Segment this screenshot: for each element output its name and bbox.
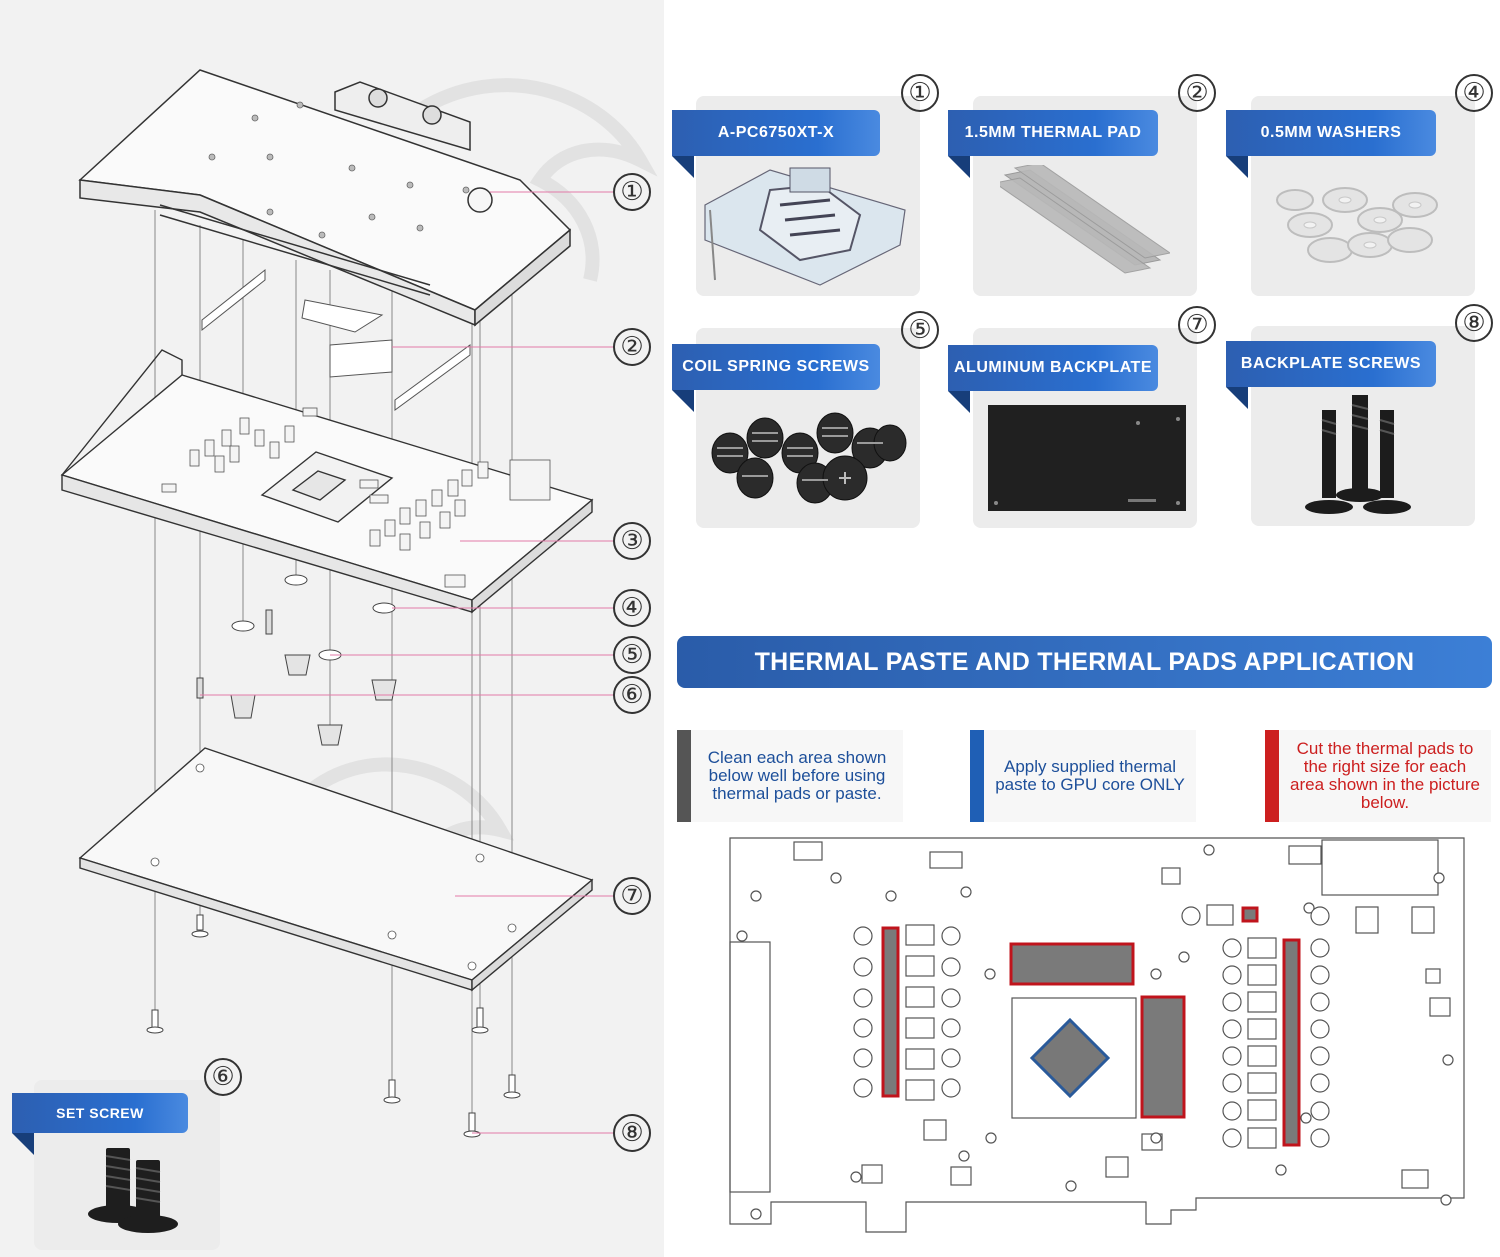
thermal-pads-drawing [201,268,471,411]
backplate-drawing [78,747,594,1138]
note-text: Cut the thermal pads to the right size f… [1279,730,1491,822]
callout-7: ⑦ [613,877,651,915]
callout-3: ③ [613,522,651,560]
pcb-outline [729,837,1465,1233]
part-label: COIL SPRING SCREWS [672,344,880,390]
backplate-screws-icon [1305,395,1411,514]
part-number: ① [901,74,939,112]
part-number: ④ [1455,74,1493,112]
washers-icon [1276,187,1438,263]
banner-fold [1226,387,1248,409]
note-bar-blue [970,730,984,822]
part-label: BACKPLATE SCREWS [1226,341,1436,387]
callout-4: ④ [613,589,651,627]
callout-2: ② [613,328,651,366]
note-pads: Cut the thermal pads to the right size f… [1265,730,1491,822]
banner-fold [672,390,694,412]
callout-5: ⑤ [613,636,651,674]
waterblock-drawing [78,69,572,327]
banner-fold [1226,156,1248,178]
callout-6: ⑥ [613,676,651,714]
part-label: 1.5MM THERMAL PAD [948,110,1158,156]
set-screw-number: ⑥ [204,1058,242,1096]
banner-fold [948,156,970,178]
part-number: ② [1178,74,1216,112]
note-paste: Apply supplied thermal paste to GPU core… [970,730,1196,822]
thermal-pad-icon [1000,165,1170,274]
note-bar-dark [677,730,691,822]
note-text: Clean each area shown below well before … [691,730,903,822]
note-bar-red [1265,730,1279,822]
callout-8: ⑧ [613,1114,651,1152]
part-number: ⑧ [1455,304,1493,342]
backplate-icon [988,405,1186,511]
set-screw-icon [88,1148,178,1233]
waterblock-icon [704,167,906,286]
callout-leader-lines [200,191,614,1134]
note-clean: Clean each area shown below well before … [677,730,903,822]
banner-fold [948,391,970,413]
part-number: ⑦ [1178,306,1216,344]
pcb-drawing [60,349,594,614]
application-title: THERMAL PASTE AND THERMAL PADS APPLICATI… [677,636,1492,688]
part-label: A-PC6750XT-X [672,110,880,156]
banner-fold [672,156,694,178]
banner-fold [12,1133,34,1155]
thermal-pad-areas [881,906,1301,1147]
capacitor-columns [853,924,1330,1149]
callout-1: ① [613,173,651,211]
hardware-drawing [196,574,397,746]
spring-screws-icon [711,412,907,504]
set-screw-label: SET SCREW [12,1093,188,1133]
exploded-view-diagram [60,69,658,1138]
pcb-layout-diagram [729,837,1465,1233]
part-label: ALUMINUM BACKPLATE [948,345,1158,391]
part-number: ⑤ [901,311,939,349]
gpu-core-area [1029,1017,1111,1099]
note-text: Apply supplied thermal paste to GPU core… [984,730,1196,822]
part-label: 0.5MM WASHERS [1226,110,1436,156]
exploded-view-panel: ① ② ③ ④ ⑤ ⑥ ⑦ ⑧ ⑥ SET SCREW [0,0,664,1257]
